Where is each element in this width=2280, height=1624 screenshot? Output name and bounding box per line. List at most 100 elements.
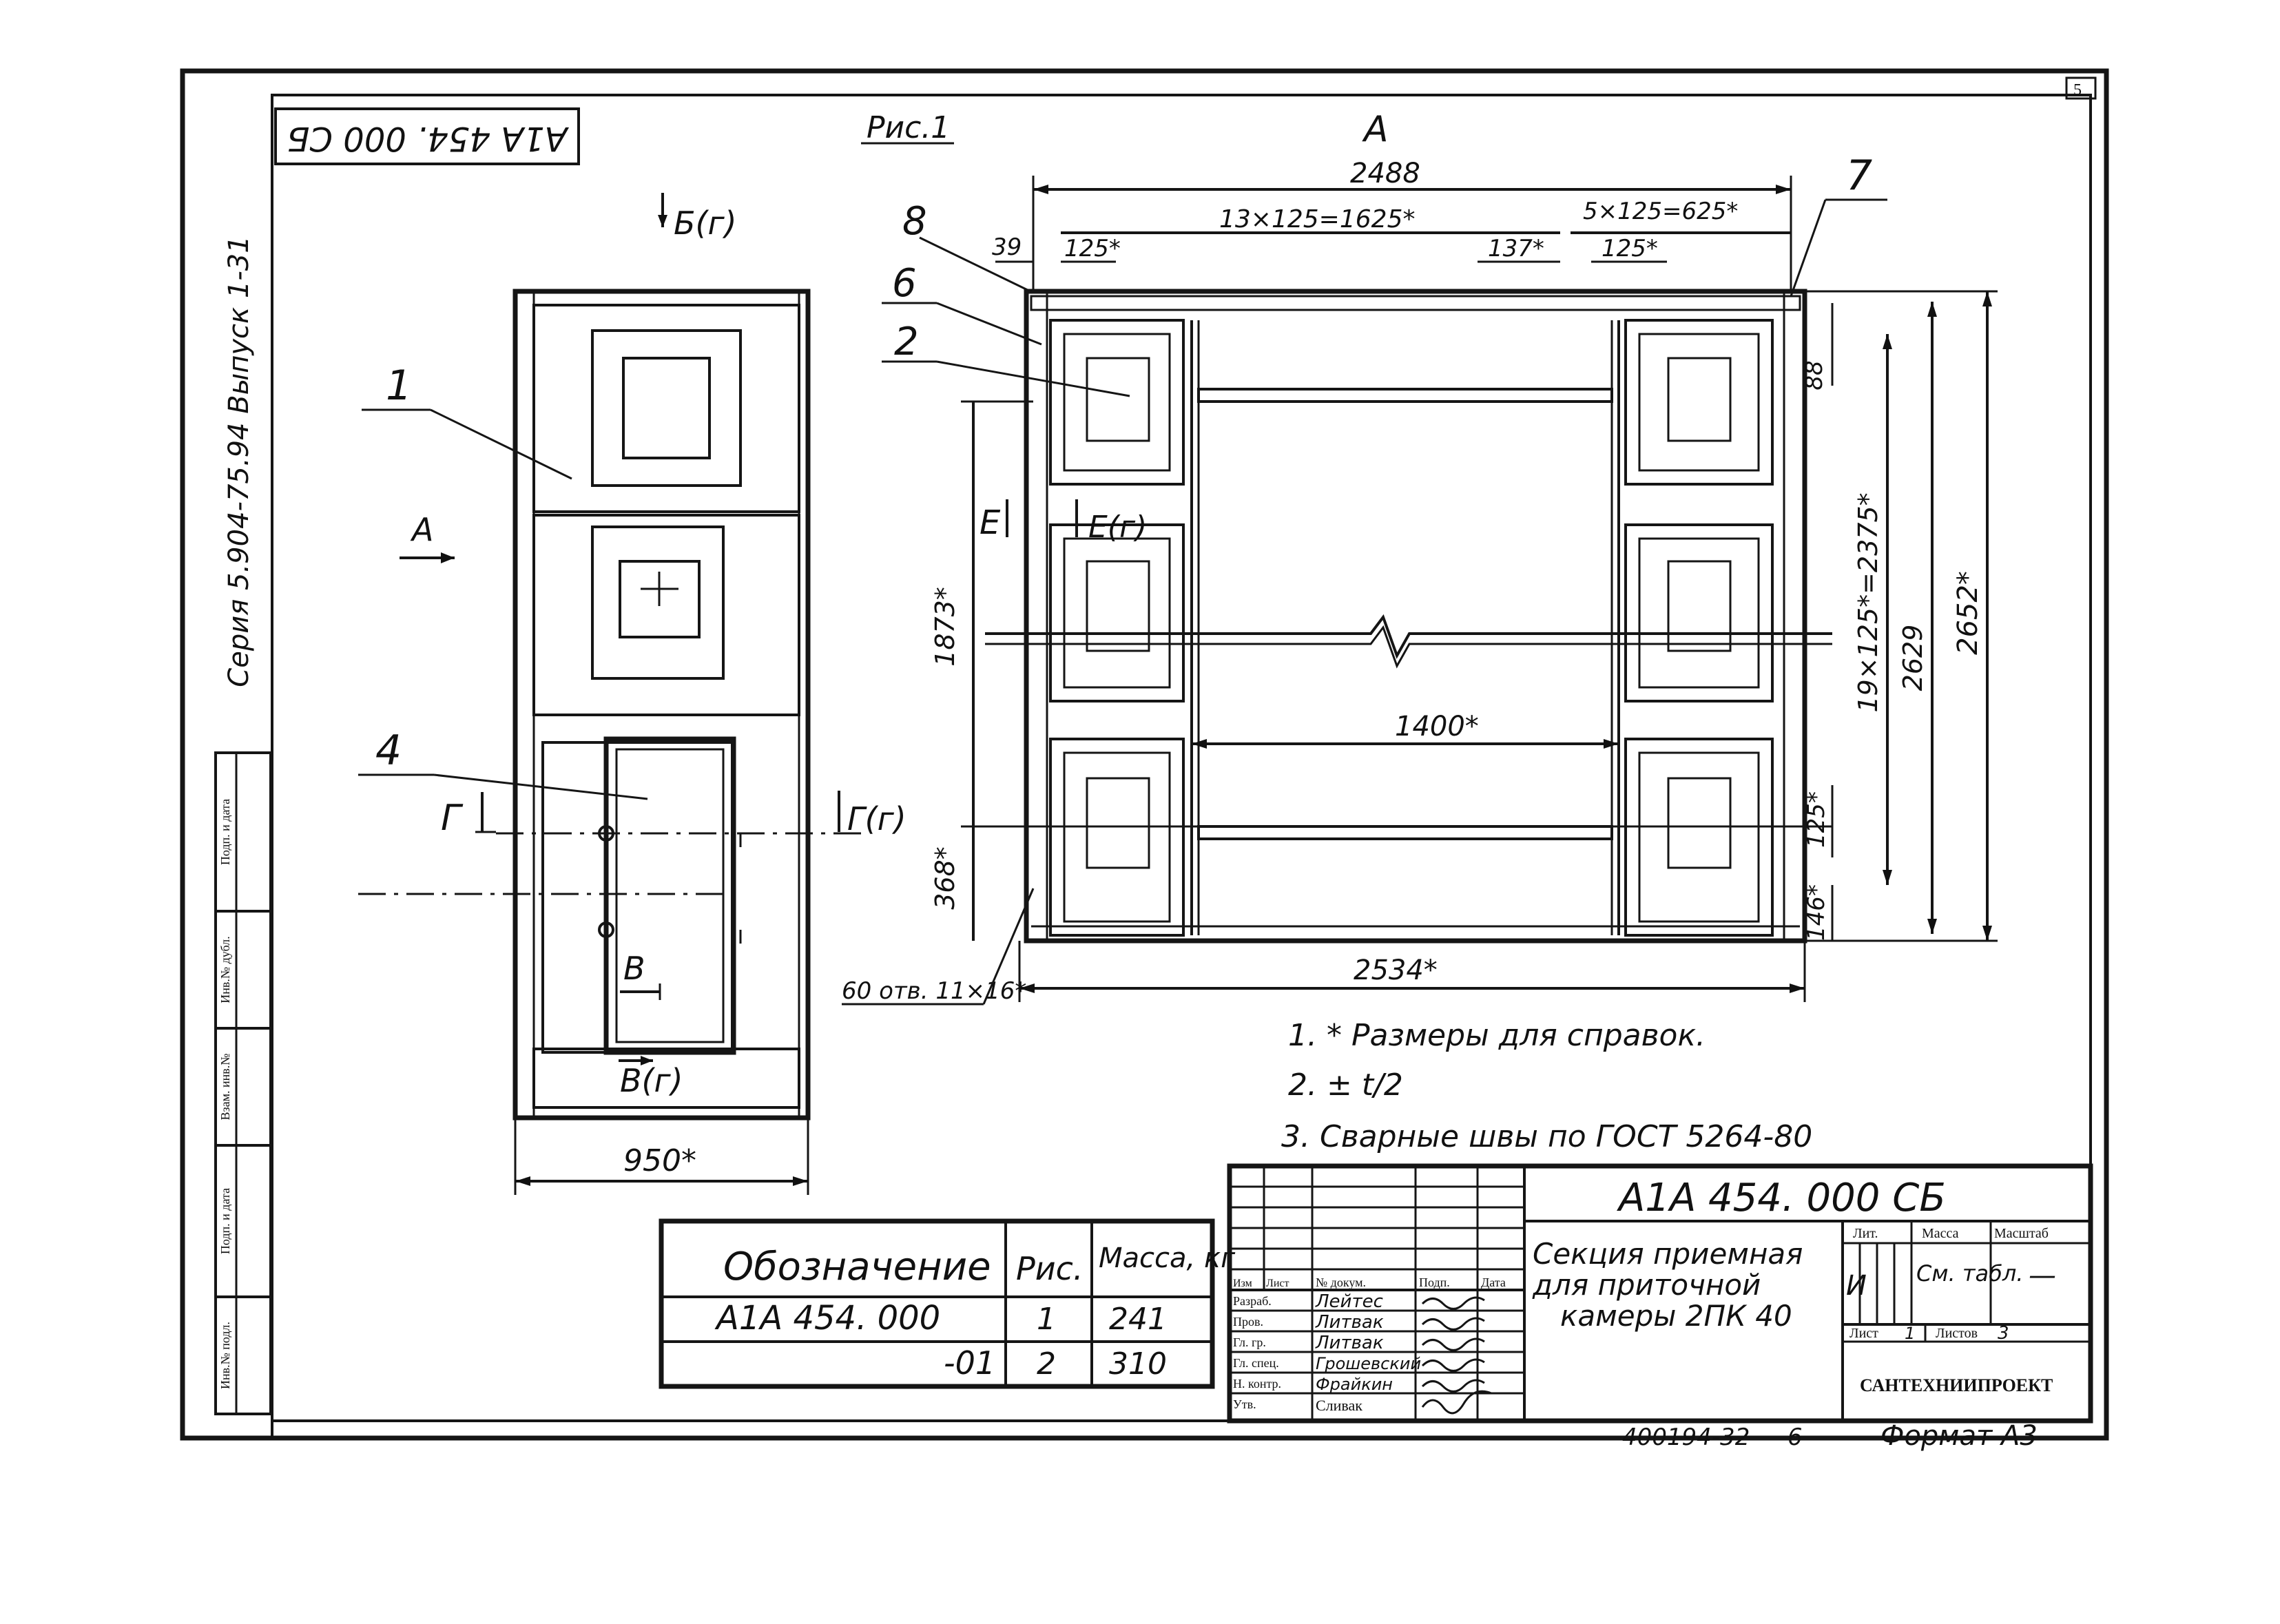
code-stamp-rotated: А1А 454. 000 СБ	[287, 119, 570, 158]
tb-name-4: Грошевский	[1316, 1354, 1421, 1373]
tb-col-doc: № докум.	[1316, 1276, 1366, 1289]
tb-mass-label: Масса	[1922, 1226, 1959, 1241]
tb-name-5: Фрайкин	[1316, 1375, 1393, 1394]
dim-88: 88	[1801, 360, 1828, 390]
tb-title-line-1: Секция приемная	[1533, 1237, 1803, 1271]
tb-scale-value: —	[2029, 1260, 2056, 1291]
series-label: Серия 5.904-75.94 Выпуск 1-31	[223, 236, 255, 687]
section-e-right: Е(г)	[1088, 510, 1147, 545]
tb-role-6: Утв.	[1233, 1397, 1256, 1411]
corner-sheet-number: 5	[2073, 81, 2082, 99]
left-stamp-frame	[214, 751, 272, 1415]
tb-role-1: Разраб.	[1233, 1294, 1272, 1308]
dim-950: 950*	[623, 1143, 696, 1178]
spec-header-fig: Рис.	[1016, 1250, 1084, 1287]
spec-row-1-mass: 241	[1109, 1302, 1167, 1337]
note-3: 3. Сварные швы по ГОСТ 5264-80	[1281, 1119, 1812, 1154]
dim-125-right: 125*	[1602, 235, 1658, 262]
spec-header-designation: Обозначение	[723, 1245, 991, 1289]
dim-5x125: 5×125=625*	[1583, 198, 1738, 225]
section-g-left: Г	[441, 798, 464, 839]
note-2: 2. ± t/2	[1288, 1068, 1403, 1103]
tb-sheet-value: 1	[1905, 1324, 1915, 1343]
tb-role-5: Н. контр.	[1233, 1377, 1281, 1391]
corner-sheet-box	[2065, 76, 2097, 100]
dim-39: 39	[992, 233, 1022, 261]
tb-doc-code: А1А 454. 000 СБ	[1617, 1176, 1946, 1220]
tb-name-3: Литвак	[1315, 1333, 1384, 1353]
left-stamp: Подп. и дата Инв.№ дубл. Взам. инв.№ Под…	[214, 751, 272, 1415]
dim-2534: 2534*	[1354, 955, 1438, 986]
callout-6: 6	[892, 261, 917, 306]
tb-lit-label: Лит.	[1853, 1226, 1878, 1241]
tb-lit-value: И	[1846, 1270, 1867, 1302]
spec-row-1-designation: А1А 454. 000	[714, 1299, 940, 1337]
footer-format: Формат А3	[1880, 1420, 2038, 1452]
tb-role-3: Гл. гр.	[1233, 1335, 1266, 1349]
dim-368: 368*	[930, 846, 960, 910]
view-a-outline	[1024, 289, 1807, 944]
tb-title-line-3: камеры 2ПК 40	[1560, 1299, 1792, 1333]
section-g-right: Г(г)	[847, 800, 906, 837]
stamp-label-1: Подп. и дата	[218, 799, 232, 865]
tb-role-4: Гл. спец.	[1233, 1356, 1279, 1370]
title-block: Изм Лист № докум. Подп. Дата Разраб. Лей…	[1227, 1163, 2093, 1424]
tb-col-izm: Изм	[1233, 1278, 1252, 1289]
tb-col-sign: Подп.	[1419, 1276, 1450, 1289]
tb-sheets-label: Листов	[1936, 1326, 1978, 1341]
footer-archive-no: 400194-32	[1622, 1424, 1750, 1451]
tb-name-2: Литвак	[1315, 1312, 1384, 1333]
callout-2: 2	[894, 320, 919, 364]
outer-frame	[180, 68, 2109, 1441]
tb-sheet-label: Лист	[1849, 1326, 1878, 1341]
front-body	[512, 289, 811, 1121]
dim-1873: 1873*	[930, 587, 960, 667]
spec-row-1-fig: 1	[1037, 1302, 1056, 1337]
section-e-left: Е	[980, 503, 1001, 542]
spec-row-2-fig: 2	[1037, 1346, 1056, 1382]
section-v-bottom: В(г)	[620, 1062, 683, 1099]
spec-row-2-designation: -01	[944, 1344, 995, 1382]
tb-scale-label: Масштаб	[1994, 1226, 2049, 1241]
dim-19x125: 19×125*=2375*	[1853, 492, 1883, 712]
spec-table: Обозначение Рис. Масса, кг А1А 454. 000 …	[659, 1218, 1236, 1389]
stamp-label-2: Инв.№ дубл.	[218, 936, 232, 1003]
tb-title-line-2: для приточной	[1532, 1268, 1761, 1302]
dim-146: 146*	[1803, 884, 1830, 941]
dim-2629: 2629	[1898, 625, 1928, 691]
callout-1: 1	[386, 362, 412, 410]
view-a-frame	[985, 289, 1832, 944]
tb-name-6: Сливак	[1316, 1397, 1362, 1414]
view-a-title: А	[1362, 109, 1389, 150]
dim-13x125: 13×125=1625*	[1219, 205, 1415, 233]
stamp-label-4: Подп. и дата	[218, 1188, 232, 1254]
holes-note: 60 отв. 11×16*	[842, 977, 1026, 1005]
figure-title: Рис.1	[867, 110, 950, 145]
tb-mass-value: См. табл.	[1916, 1260, 2023, 1287]
stamp-label-5: Инв.№ подл.	[218, 1322, 232, 1389]
callout-7: 7	[1846, 152, 1872, 200]
tb-role-2: Пров.	[1233, 1315, 1263, 1329]
note-1: 1. * Размеры для справок.	[1288, 1018, 1706, 1053]
callout-4: 4	[375, 727, 402, 775]
stamp-label-3: Взам. инв.№	[218, 1054, 232, 1121]
callout-8: 8	[902, 199, 927, 244]
dim-137: 137*	[1488, 235, 1544, 262]
tb-col-date: Дата	[1481, 1276, 1506, 1289]
front-view	[358, 289, 861, 1121]
tb-organization: САНТЕХНИИПРОЕКТ	[1860, 1375, 2053, 1395]
dim-2652: 2652*	[1952, 571, 1984, 655]
section-b-label: Б(г)	[674, 205, 737, 242]
section-v-small: В	[623, 950, 645, 987]
spec-row-2-mass: 310	[1109, 1346, 1167, 1382]
dim-125-bottom: 125*	[1803, 791, 1830, 848]
tb-col-list: Лист	[1266, 1278, 1289, 1289]
code-stamp-box	[274, 107, 580, 165]
view-arrow-a-label: А	[410, 511, 433, 548]
footer-page: 6	[1787, 1424, 1803, 1451]
dim-2488: 2488	[1350, 158, 1420, 189]
tb-name-1: Лейтес	[1315, 1291, 1383, 1312]
spec-header-mass: Масса, кг	[1099, 1242, 1236, 1274]
dim-125-left: 125*	[1064, 235, 1121, 262]
